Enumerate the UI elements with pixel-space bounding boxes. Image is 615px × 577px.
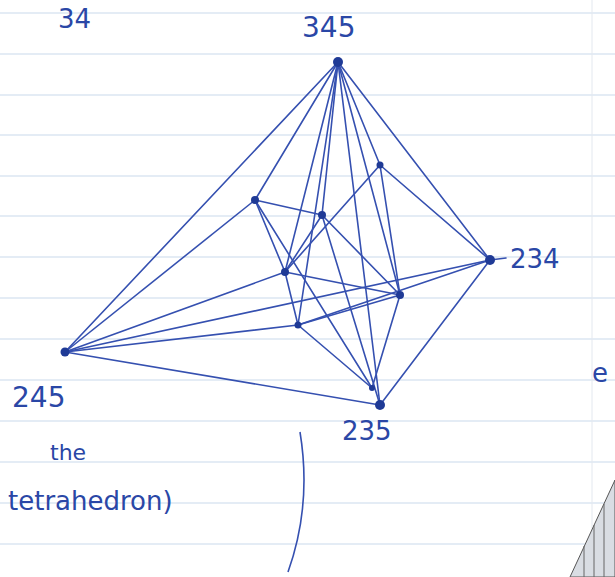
corner-sketch xyxy=(570,480,615,577)
note-text: the xyxy=(50,442,86,464)
note-text: tetrahedron) xyxy=(8,488,173,514)
vertex-label: 234 xyxy=(510,246,560,272)
margin-line xyxy=(592,0,593,577)
bracket xyxy=(288,432,304,572)
tetrahedron-edges xyxy=(65,62,506,405)
vertex-label: 34 xyxy=(58,6,91,32)
vertex-dots xyxy=(61,57,496,410)
vertex-label: e xyxy=(592,360,608,386)
vertex-label: 345 xyxy=(302,14,355,42)
vertex-label: 235 xyxy=(342,418,392,444)
ruled-lines xyxy=(0,13,615,544)
vertex-label: 245 xyxy=(12,384,65,412)
